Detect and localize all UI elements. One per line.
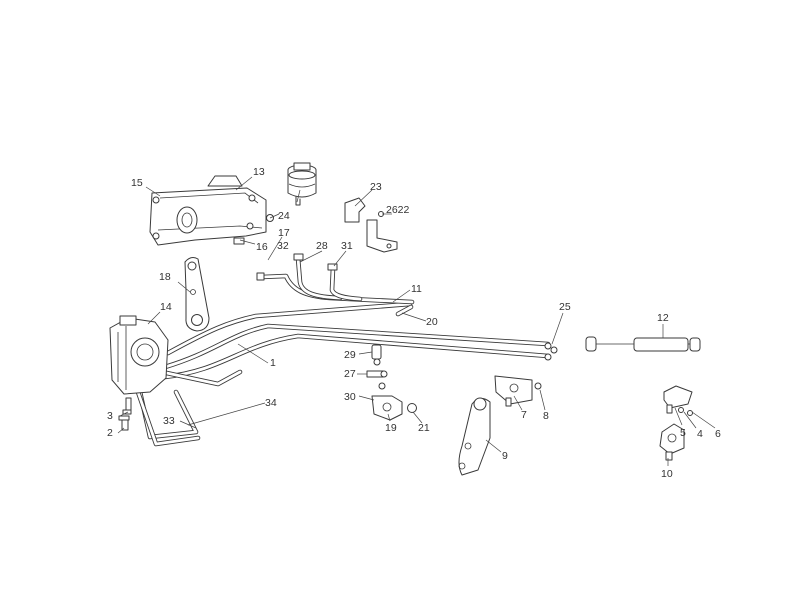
callout-18: 18	[159, 271, 171, 283]
callout-11: 11	[411, 283, 422, 295]
steering-gearbox	[109, 315, 169, 431]
callout-9: 9	[502, 450, 508, 462]
pipe-runs	[135, 253, 558, 447]
callout-25: 25	[559, 301, 571, 313]
callout-30: 30	[344, 391, 356, 403]
callout-6: 6	[715, 428, 721, 440]
callout-14: 14	[160, 301, 172, 313]
callout-23: 23	[370, 181, 382, 193]
callout-28: 28	[316, 240, 328, 252]
callout-10: 10	[661, 468, 673, 480]
callout-1: 1	[270, 357, 276, 369]
leader-lines	[117, 176, 716, 466]
fluid-reservoir	[287, 162, 317, 206]
callout-33: 33	[163, 415, 175, 427]
callout-34: 34	[265, 397, 277, 409]
mounting-bracket	[149, 175, 274, 246]
idler-arm-assembly	[458, 375, 542, 476]
callout-17: 17	[278, 227, 290, 239]
steering-damper	[585, 336, 701, 352]
callout-2: 2	[107, 427, 113, 439]
valve-assembly	[366, 344, 417, 421]
callout-31: 31	[341, 240, 353, 252]
callout-21: 21	[418, 422, 430, 434]
callout-27: 27	[344, 368, 356, 380]
callout-12: 12	[657, 312, 669, 324]
callout-13: 13	[253, 166, 265, 178]
callout-29: 29	[344, 349, 356, 361]
callout-15: 15	[131, 177, 143, 189]
callout-labels: 15 13 24 16 17 32 28 31 23 2622 18 14 11…	[107, 166, 721, 480]
callout-3: 3	[107, 410, 113, 422]
callout-20: 20	[426, 316, 438, 328]
callout-8: 8	[543, 410, 549, 422]
callout-7: 7	[521, 409, 527, 421]
ball-joint-assembly	[659, 385, 693, 461]
callout-4: 4	[697, 428, 703, 440]
callout-16: 16	[256, 241, 268, 253]
pitman-arm	[184, 257, 210, 332]
callout-24: 24	[278, 210, 290, 222]
callout-2622: 2622	[386, 204, 410, 216]
callout-5: 5	[680, 427, 686, 439]
callout-32: 32	[277, 240, 289, 252]
callout-19: 19	[385, 422, 397, 434]
